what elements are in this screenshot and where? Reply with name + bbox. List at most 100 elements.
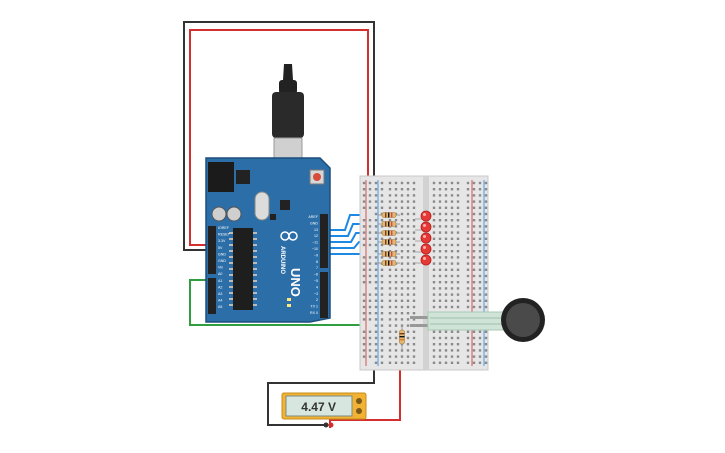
multimeter-knob-top[interactable]	[356, 398, 362, 404]
resistor[interactable]	[378, 251, 400, 257]
breadboard-hole	[362, 181, 366, 185]
led[interactable]	[415, 221, 432, 233]
resistor[interactable]	[378, 239, 400, 245]
breadboard-hole	[412, 287, 416, 290]
breadboard-hole	[368, 200, 372, 203]
breadboard-hole	[472, 268, 476, 271]
led[interactable]	[415, 254, 432, 266]
wire-red-top[interactable]	[189, 29, 369, 246]
breadboard-hole	[438, 219, 442, 222]
resistor[interactable]	[378, 230, 400, 236]
breadboard-hole	[472, 188, 476, 191]
pin-label-right: GND	[310, 221, 318, 225]
led[interactable]	[415, 243, 432, 255]
breadboard-hole	[478, 219, 482, 222]
breadboard-hole	[456, 287, 460, 290]
led[interactable]	[415, 210, 432, 222]
breadboard-hole	[432, 256, 436, 259]
breadboard-hole	[466, 343, 470, 346]
breadboard-hole	[368, 274, 372, 278]
resistor-pulldown[interactable]	[399, 326, 405, 352]
wire-green-a0[interactable]	[189, 279, 400, 326]
breadboard-hole	[368, 355, 372, 358]
breadboard-hole	[412, 194, 416, 197]
breadboard-hole	[362, 355, 366, 358]
force-sensor[interactable]	[410, 298, 545, 342]
breadboard-hole	[406, 343, 410, 346]
breadboard-hole	[394, 299, 398, 302]
breadboard-hole	[380, 336, 384, 340]
reset-button-cap	[313, 173, 321, 181]
breadboard-hole	[374, 256, 378, 259]
breadboard-hole	[388, 287, 392, 290]
breadboard-hole	[438, 188, 442, 191]
multimeter-knob-bottom[interactable]	[356, 408, 362, 414]
breadboard-hole	[400, 293, 404, 296]
arduino-brand: ARDUINO	[279, 246, 285, 274]
breadboard-hole	[472, 262, 476, 265]
breadboard-hole	[380, 206, 384, 209]
breadboard-hole	[394, 281, 398, 284]
crystal	[254, 191, 270, 221]
breadboard-hole	[406, 262, 410, 265]
breadboard-hole	[432, 188, 436, 191]
breadboard-hole	[362, 299, 366, 302]
breadboard-hole	[438, 243, 442, 247]
breadboard-hole	[432, 293, 436, 296]
pin-label-right: ~3	[314, 292, 318, 296]
breadboard-hole	[438, 299, 442, 302]
breadboard-hole	[368, 349, 372, 352]
breadboard-hole	[478, 281, 482, 284]
breadboard-hole	[374, 299, 378, 302]
breadboard-hole	[388, 188, 392, 191]
breadboard-hole	[456, 256, 460, 259]
multimeter[interactable]: 4.47 V	[281, 392, 367, 428]
breadboard-hole	[466, 349, 470, 352]
breadboard-hole	[472, 212, 476, 216]
breadboard-hole	[400, 231, 404, 234]
breadboard-hole	[484, 188, 488, 191]
breadboard-hole	[368, 256, 372, 259]
breadboard-hole	[394, 349, 398, 352]
wire-black-meter[interactable]	[267, 350, 375, 426]
fsr-pad-inner	[506, 303, 540, 337]
resistor[interactable]	[378, 260, 400, 266]
pin-label-right: ~10	[312, 247, 318, 251]
breadboard-hole	[472, 349, 476, 352]
breadboard-hole	[400, 305, 404, 309]
usb-cable-tip	[283, 64, 293, 80]
breadboard-hole	[484, 200, 488, 203]
breadboard-hole	[432, 299, 436, 302]
breadboard-hole	[412, 305, 416, 309]
led[interactable]	[415, 232, 432, 244]
breadboard-hole	[472, 355, 476, 358]
breadboard-hole	[450, 200, 454, 203]
breadboard-hole	[438, 237, 442, 240]
multimeter-probe-black[interactable]	[323, 422, 329, 428]
pin-label-right: 8	[316, 260, 318, 264]
breadboard-hole	[412, 231, 416, 234]
breadboard-hole	[362, 206, 366, 209]
breadboard-hole	[450, 274, 454, 278]
resistor[interactable]	[378, 212, 400, 218]
breadboard-hole	[450, 243, 454, 247]
multimeter-probe-red[interactable]	[328, 422, 334, 428]
arduino-uno-board[interactable]: ARDUINO UNO IOREFRESET3.3V5VGNDGNDVinA0A…	[205, 157, 331, 323]
breadboard-hole	[400, 200, 404, 203]
breadboard-hole	[400, 262, 404, 265]
breadboard-hole	[484, 219, 488, 222]
breadboard-hole	[406, 268, 410, 271]
breadboard-hole	[472, 293, 476, 296]
breadboard-hole	[400, 287, 404, 290]
breadboard-hole	[380, 268, 384, 271]
wire-black-top[interactable]	[183, 21, 375, 251]
breadboard-hole	[362, 343, 366, 346]
breadboard-hole	[444, 274, 448, 278]
breadboard[interactable]	[359, 175, 489, 371]
power-jack	[208, 162, 234, 192]
breadboard-hole	[478, 268, 482, 271]
resistor[interactable]	[378, 221, 400, 227]
breadboard-hole	[484, 330, 488, 333]
breadboard-hole	[374, 336, 378, 340]
breadboard-hole	[472, 361, 476, 364]
